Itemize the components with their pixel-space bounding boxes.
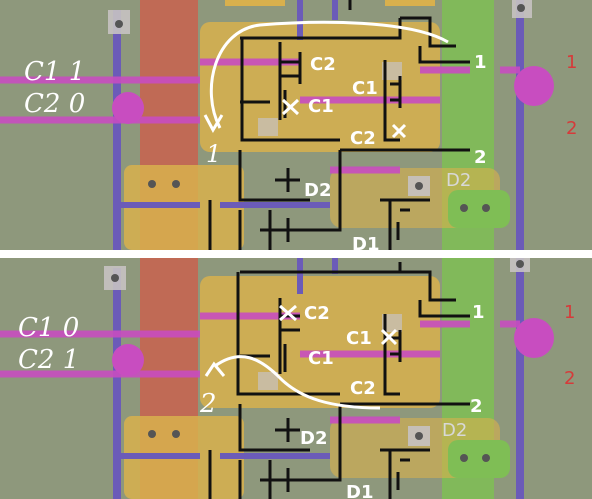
label-d2-b: D2 — [300, 428, 327, 449]
cross-mark — [281, 98, 300, 116]
label-c2-b: C2 — [304, 303, 330, 324]
state-c2-b: C2 1 — [18, 345, 79, 375]
label-c1-b: C1 — [346, 328, 372, 349]
state-c1-b: C1 0 — [18, 313, 79, 343]
label-out1: 1 — [474, 52, 487, 73]
row-label-1: 1 — [566, 52, 577, 73]
label-d2-green: D2 — [446, 170, 471, 191]
signal-path-arrow — [209, 20, 449, 129]
label-d1-b: D1 — [346, 482, 373, 499]
label-c2-lower: C2 — [350, 128, 376, 149]
panel-separator — [0, 250, 592, 258]
pad-area-upper — [200, 22, 440, 152]
label-c1: C1 — [352, 78, 378, 99]
label-d2-green-b: D2 — [442, 420, 467, 441]
panel-bottom: C2 C1 C1 C2 D2 D1 D2 1 2 C1 0 C2 1 2 1 2 — [0, 258, 592, 499]
label-out1-b: 1 — [472, 302, 485, 323]
label-c2: C2 — [310, 54, 336, 75]
schematic-ink-top — [208, 0, 470, 250]
state-c1: C1 1 — [24, 57, 85, 87]
label-d1: D1 — [352, 234, 379, 250]
magenta-pad-right — [514, 66, 554, 106]
rail-right — [516, 0, 524, 250]
label-c1-lower: C1 — [308, 96, 334, 117]
pcb-diagram-top: C2 C1 C1 C2 D2 D1 D2 1 2 C1 1 C2 0 1 1 2 — [0, 0, 578, 250]
label-c1-lower-b: C1 — [308, 348, 334, 369]
path-label-b: 2 — [199, 389, 217, 419]
row-label-2: 2 — [566, 118, 577, 139]
magenta-pad-left — [112, 92, 144, 124]
label-out2: 2 — [474, 147, 487, 168]
panel-top: C2 C1 C1 C2 D2 D1 D2 1 2 C1 1 C2 0 1 1 2 — [0, 0, 592, 250]
state-c2: C2 0 — [24, 89, 85, 119]
path-label: 1 — [206, 140, 221, 168]
pcb-diagram-bottom: C2 C1 C1 C2 D2 D1 D2 1 2 C1 0 C2 1 2 1 2 — [0, 258, 592, 499]
rail-left — [113, 10, 121, 250]
signal-path-arrow-bottom — [214, 355, 381, 410]
row-label-1-b: 1 — [564, 302, 575, 323]
label-d2: D2 — [304, 180, 331, 201]
label-c2-lower-b: C2 — [350, 378, 376, 399]
label-out2-b: 2 — [470, 396, 483, 417]
schematic-ink-bottom — [208, 262, 470, 499]
cross-mark-bottom — [279, 304, 297, 322]
row-label-2-b: 2 — [564, 368, 575, 389]
